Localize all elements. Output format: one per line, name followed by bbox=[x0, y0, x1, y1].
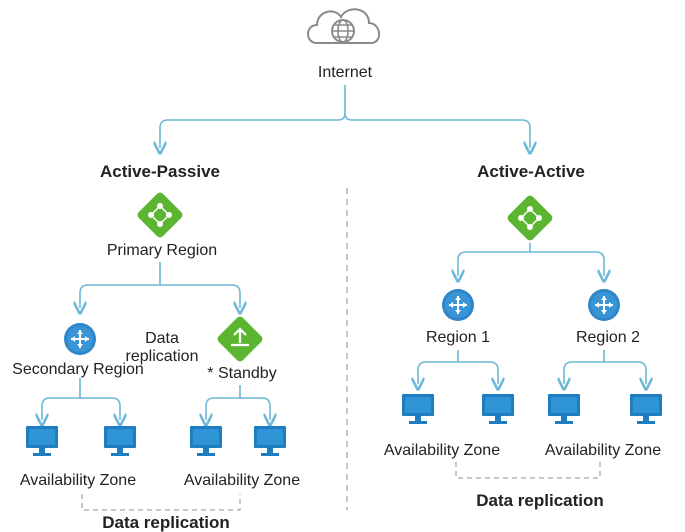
region-1-connector bbox=[418, 350, 498, 384]
server-monitor-icon bbox=[104, 426, 136, 456]
passive-data-replication-bracket bbox=[81, 494, 241, 511]
secondary-region-label: Secondary Region bbox=[12, 361, 144, 378]
internet-label: Internet bbox=[317, 64, 373, 81]
data-replication-label: Data replication bbox=[476, 491, 604, 510]
data-replication-bottom-label: Data replication bbox=[102, 513, 230, 532]
availability-zone-label: Availability Zone bbox=[544, 442, 662, 459]
active-active-title: Active-Active bbox=[477, 162, 585, 181]
active-passive-title: Active-Passive bbox=[99, 162, 221, 181]
secondary-region-router-icon bbox=[63, 322, 97, 356]
region-2-label: Region 2 bbox=[575, 329, 641, 346]
active-active-connector bbox=[458, 243, 604, 276]
secondary-region-connector bbox=[42, 378, 120, 420]
region-1-router-icon bbox=[441, 288, 475, 322]
server-monitor-icon bbox=[254, 426, 286, 456]
primary-region-connector bbox=[80, 262, 240, 308]
availability-zone-label: Availability Zone bbox=[183, 472, 301, 489]
region-2-router-icon bbox=[587, 288, 621, 322]
internet-connector bbox=[160, 85, 530, 148]
server-monitor-icon bbox=[26, 426, 58, 456]
server-monitor-icon bbox=[190, 426, 222, 456]
region-2-connector bbox=[564, 350, 646, 384]
server-monitor-icon bbox=[630, 394, 662, 424]
availability-zone-label: Availability Zone bbox=[19, 472, 137, 489]
server-monitor-icon bbox=[482, 394, 514, 424]
standby-connector bbox=[206, 385, 270, 420]
active-active-router-icon bbox=[505, 193, 555, 243]
server-monitor-icon bbox=[402, 394, 434, 424]
cloud-globe-icon bbox=[307, 8, 380, 44]
server-monitor-icon bbox=[548, 394, 580, 424]
active-data-replication-bracket bbox=[455, 462, 601, 479]
availability-zone-label: Availability Zone bbox=[383, 442, 501, 459]
standby-router-icon bbox=[217, 316, 263, 362]
region-1-label: Region 1 bbox=[425, 329, 491, 346]
primary-region-router-icon bbox=[135, 190, 185, 240]
data-replication-middle-label: Data replication bbox=[125, 330, 199, 365]
primary-region-label: Primary Region bbox=[106, 242, 218, 259]
standby-label: * Standby bbox=[207, 365, 277, 382]
